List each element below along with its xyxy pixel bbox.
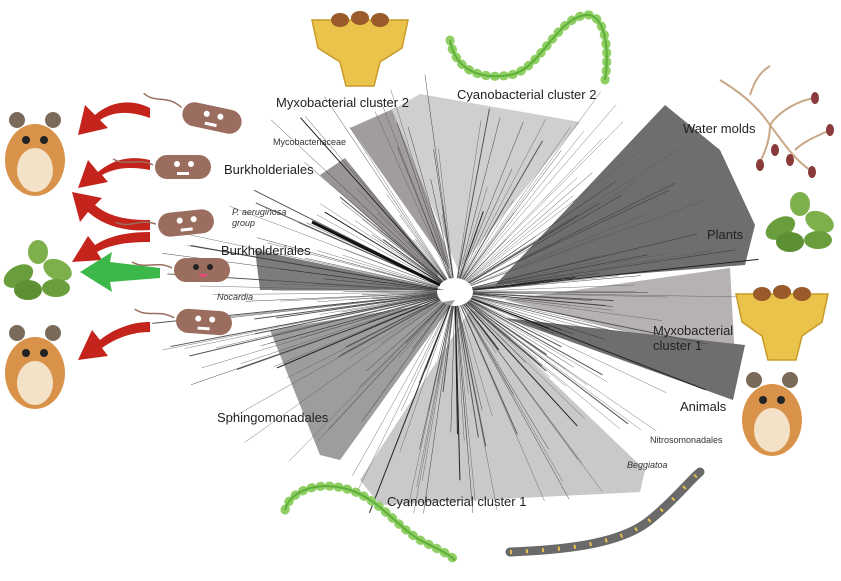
- bacterium-icon: [139, 91, 244, 136]
- label-nitrosomonadales: Nitrosomonadales: [650, 435, 723, 445]
- label-cyano2: Cyanobacterial cluster 2: [457, 88, 596, 103]
- label-nocardia: Nocardia: [217, 292, 253, 302]
- label-beggiatoa: Beggiatoa: [627, 460, 668, 470]
- label-paeruginosa-1: P. aeruginosa: [232, 207, 286, 217]
- label-burkholderiales-top: Burkholderiales: [224, 163, 314, 178]
- plant-icon: [762, 192, 838, 252]
- myxobacteria-fruiting-body-icon: [312, 11, 408, 86]
- label-mycobacteriaceae: Mycobacteriaceae: [273, 137, 346, 147]
- arrow-icon: [78, 102, 150, 135]
- arrow-icon: [78, 322, 150, 360]
- label-sphingomonadales: Sphingomonadales: [217, 411, 328, 426]
- hamster-icon: [5, 325, 65, 409]
- label-plants: Plants: [707, 228, 743, 243]
- label-myxo1-1: Myxobacterial: [653, 324, 733, 339]
- arrow-icon: [78, 158, 150, 188]
- label-myxo2: Myxobacterial cluster 2: [276, 96, 409, 111]
- label-cyano1: Cyanobacterial cluster 1: [387, 495, 526, 510]
- label-paeruginosa-2: group: [232, 218, 255, 228]
- label-animals: Animals: [680, 400, 726, 415]
- plant-icon: [0, 240, 75, 300]
- hamster-icon: [5, 112, 65, 196]
- label-water-molds: Water molds: [683, 122, 755, 137]
- myxobacteria-fruiting-body-icon: [736, 285, 828, 360]
- arrow-icon: [72, 192, 150, 230]
- arrows: [72, 102, 160, 360]
- label-myxo1-2: cluster 1: [653, 339, 702, 354]
- arrow-icon: [72, 232, 150, 262]
- cyanobacteria-filament-icon: [450, 15, 607, 80]
- hamster-icon: [742, 372, 802, 456]
- label-burkholderiales-mid: Burkholderiales: [221, 244, 311, 259]
